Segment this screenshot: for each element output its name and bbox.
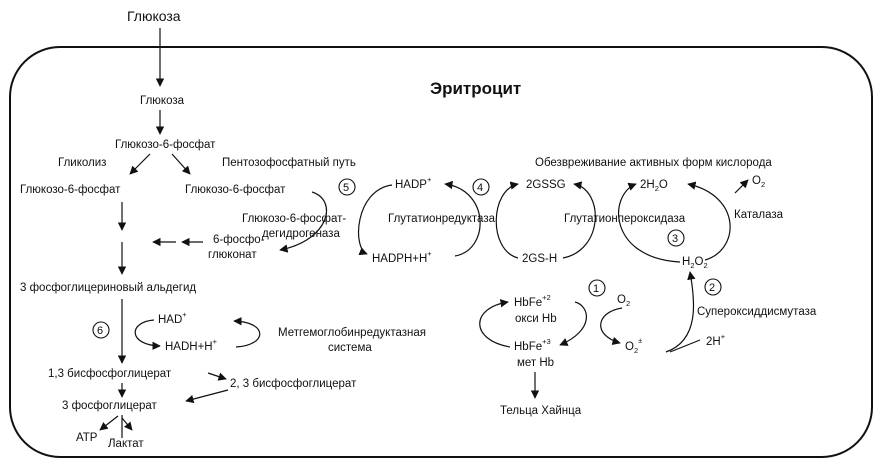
methb-reductase-1: Метгемоглобинредуктазная: [278, 327, 426, 339]
marker-2: 2: [704, 278, 722, 296]
glut-reductase-label: Глутатионредуктаза: [388, 213, 496, 225]
g6p-left: Глюкозо-6-фосфат: [20, 184, 121, 196]
marker-1: 1: [588, 279, 606, 297]
marker-3: 3: [667, 229, 685, 247]
hbfe3-label: HbFe+3: [514, 337, 551, 353]
methb-reductase-2: система: [328, 342, 372, 354]
g6pdh-label-1: Глюкозо-6-фосфат-: [242, 213, 346, 225]
pga-aldehyde: 3 фосфоглицериновый альдегид: [20, 282, 196, 294]
pg3-label: 3 фосфоглицерат: [62, 400, 158, 412]
cell-membrane: [9, 46, 873, 458]
bpg23-label: 2, 3 бисфосфоглицерат: [230, 378, 357, 390]
hbfe2-label: HbFe+2: [514, 293, 551, 309]
marker-6: 6: [92, 321, 110, 339]
svg-text:2: 2: [709, 282, 715, 294]
glut-peroxidase-label: Глутатионпероксидаза: [564, 213, 686, 225]
o2-hb-label: O2: [617, 294, 630, 308]
gssg-label: 2GSSG: [526, 179, 566, 191]
pentose-path-label: Пентозофосфатный путь: [222, 157, 356, 169]
h2o-label: 2H2O: [640, 179, 668, 193]
superoxide-label: O2±: [625, 336, 642, 355]
atp-label: АТР: [76, 432, 98, 444]
gsh-label: 2GS-H: [522, 253, 557, 265]
nad-label: HAD+: [158, 310, 187, 326]
nadp-label: HADP+: [395, 175, 432, 191]
svg-text:4: 4: [477, 182, 483, 194]
marker-4: 4: [472, 178, 490, 196]
two-h-label: 2H+: [706, 332, 726, 348]
o2-catalase: O2: [752, 175, 765, 189]
svg-text:1: 1: [593, 283, 599, 295]
glucose-label: Глюкоза: [140, 95, 185, 107]
catalase-label: Каталаза: [734, 209, 784, 221]
phosphogluconate-1: 6-фосфо-: [213, 234, 265, 246]
nadph-label: HADPH+H+: [372, 249, 432, 265]
nadh-label: HADH+H+: [165, 337, 218, 353]
g6pdh-label-2: дегидрогеназа: [262, 228, 340, 240]
g6p-right: Глюкозо-6-фосфат: [185, 184, 286, 196]
sod-label: Супероксиддисмутаза: [697, 306, 817, 318]
svg-text:6: 6: [97, 325, 103, 337]
outside-glucose: Глюкоза: [127, 8, 181, 24]
oxy-hb-label: окси Hb: [515, 313, 557, 325]
marker-5: 5: [338, 178, 356, 196]
g6p-top: Глюкозо-6-фосфат: [115, 139, 216, 151]
svg-text:3: 3: [672, 233, 678, 245]
lactate-label: Лактат: [108, 438, 144, 450]
bpg13-label: 1,3 бисфосфоглицерат: [48, 368, 172, 380]
detox-label: Обезвреживание активных форм кислорода: [535, 157, 772, 169]
met-hb-label: мет Hb: [517, 357, 554, 369]
svg-text:5: 5: [343, 182, 349, 194]
h2o2-label: H2O2: [682, 256, 708, 270]
glycolysis-label: Гликолиз: [58, 157, 106, 169]
phosphogluconate-2: глюконат: [208, 249, 257, 261]
cell-title: Эритроцит: [430, 79, 521, 98]
heinz-label: Тельца Хайнца: [500, 405, 582, 417]
